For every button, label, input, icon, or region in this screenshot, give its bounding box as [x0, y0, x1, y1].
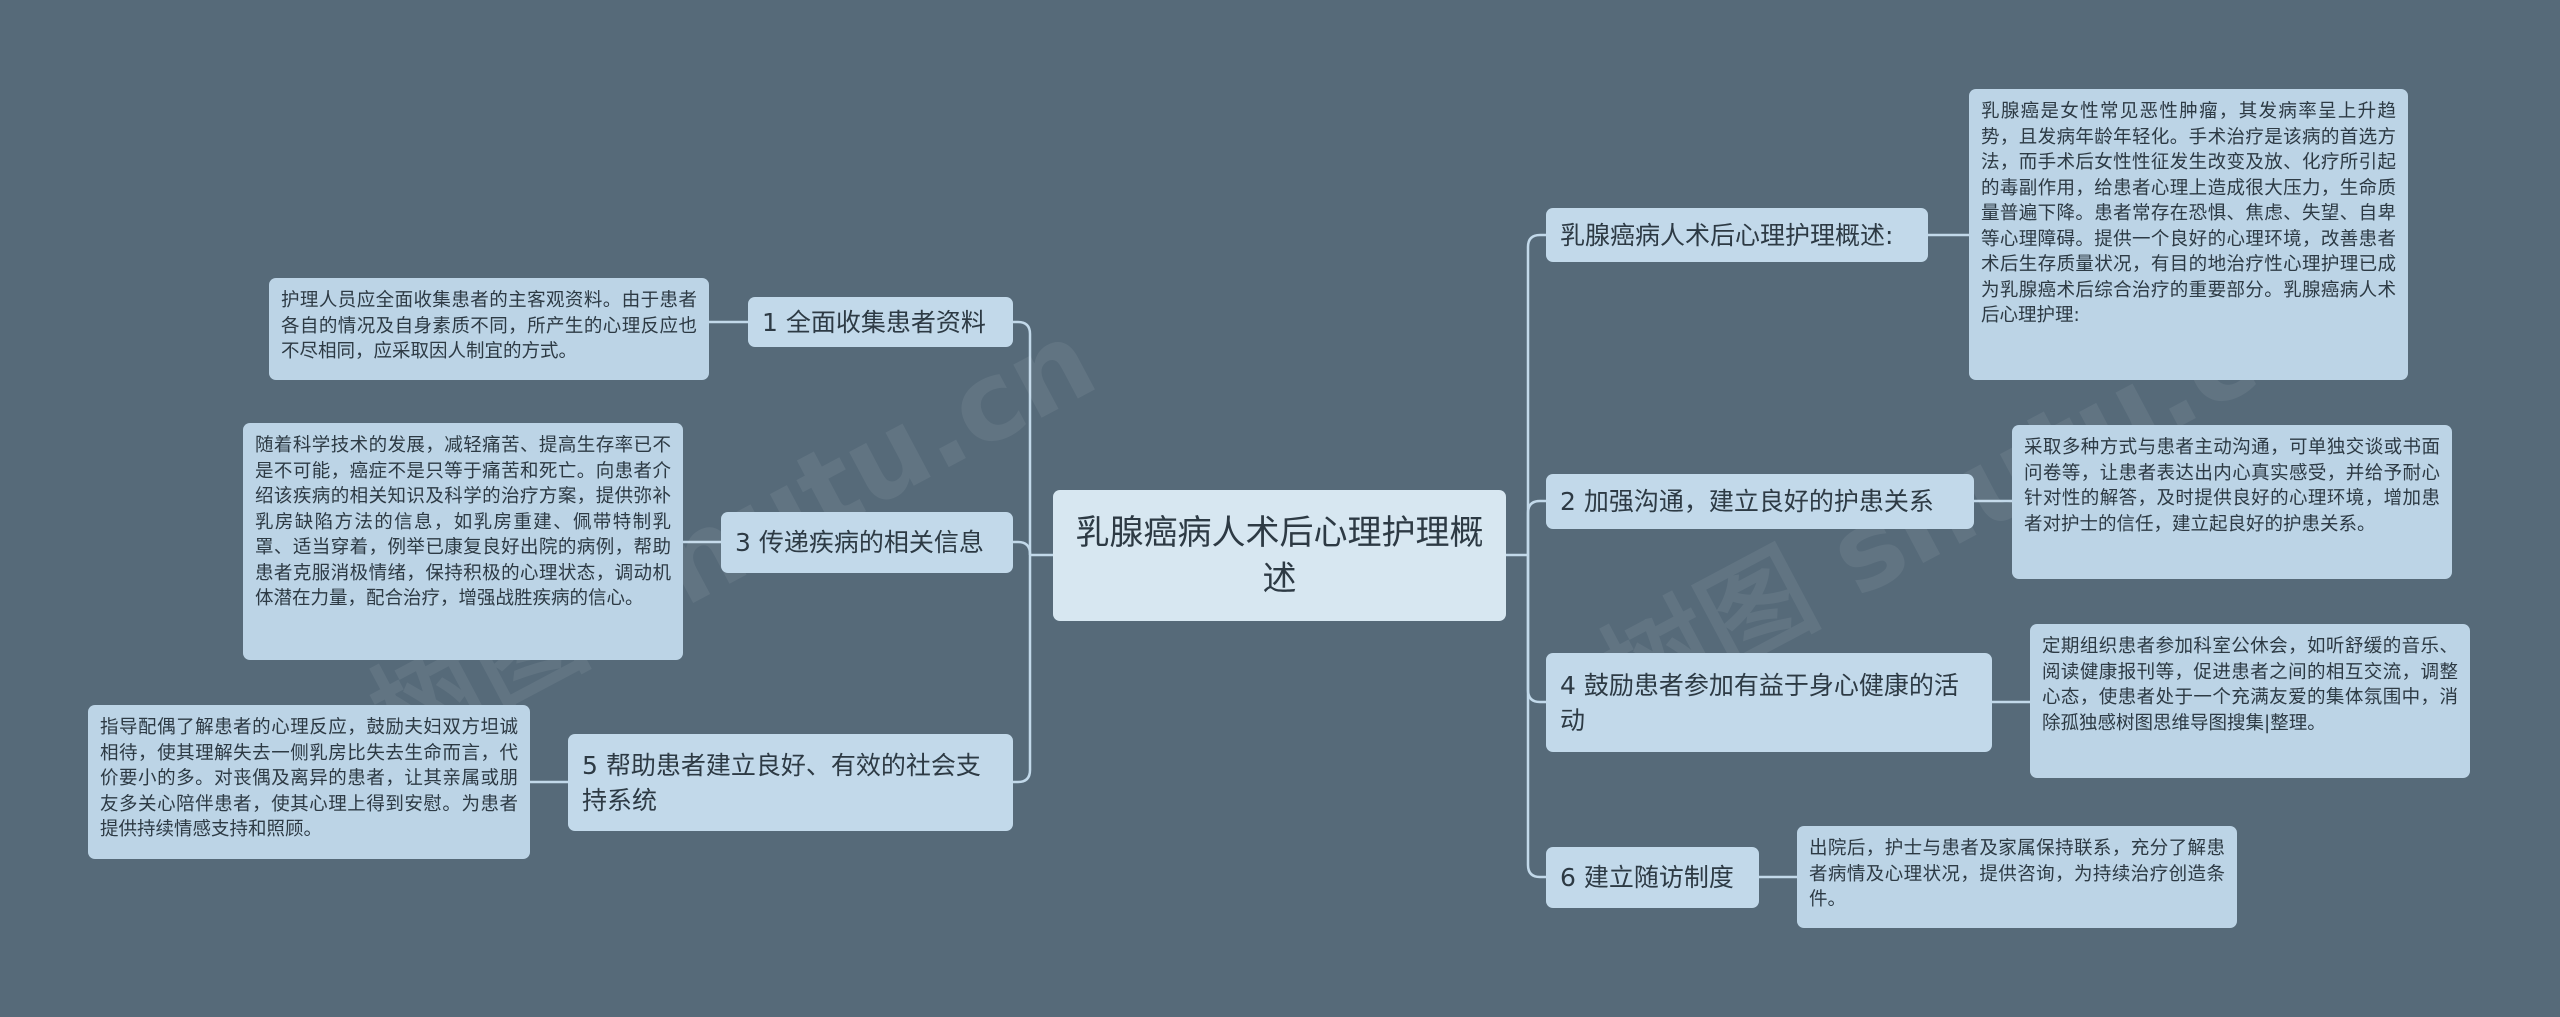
detail-collect-patient-info[interactable]: 护理人员应全面收集患者的主客观资料。由于患者各自的情况及自身素质不同，所产生的心…: [269, 278, 709, 380]
branch-overview[interactable]: 乳腺癌病人术后心理护理概述:: [1546, 208, 1928, 262]
branch-communication[interactable]: 2 加强沟通，建立良好的护患关系: [1546, 474, 1974, 529]
detail-text: 随着科学技术的发展，减轻痛苦、提高生存率已不是不可能，癌症不是只等于痛苦和死亡。…: [255, 435, 671, 609]
branch-label: 2 加强沟通，建立良好的护患关系: [1560, 487, 1934, 516]
detail-text: 护理人员应全面收集患者的主客观资料。由于患者各自的情况及自身素质不同，所产生的心…: [281, 290, 697, 362]
branch-label: 4 鼓励患者参加有益于身心健康的活动: [1560, 670, 1959, 735]
detail-healthy-activities[interactable]: 定期组织患者参加科室公休会，如听舒缓的音乐、阅读健康报刊等，促进患者之间的相互交…: [2030, 624, 2470, 778]
detail-overview[interactable]: 乳腺癌是女性常见恶性肿瘤，其发病率呈上升趋势，且发病年龄年轻化。手术治疗是该病的…: [1969, 89, 2408, 380]
branch-label: 6 建立随访制度: [1560, 863, 1734, 892]
branch-label: 5 帮助患者建立良好、有效的社会支持系统: [582, 750, 981, 815]
branch-follow-up[interactable]: 6 建立随访制度: [1546, 847, 1759, 908]
connector-left-branch: [1013, 320, 1032, 555]
branch-label: 1 全面收集患者资料: [762, 307, 986, 337]
detail-communication[interactable]: 采取多种方式与患者主动沟通，可单独交谈或书面问卷等，让患者表达出内心真实感受，并…: [2012, 425, 2452, 579]
branch-disease-information[interactable]: 3 传递疾病的相关信息: [721, 512, 1013, 573]
branch-label: 3 传递疾病的相关信息: [735, 528, 984, 557]
detail-follow-up[interactable]: 出院后，护士与患者及家属保持联系，充分了解患者病情及心理状况，提供咨询，为持续治…: [1797, 826, 2237, 928]
branch-healthy-activities[interactable]: 4 鼓励患者参加有益于身心健康的活动: [1546, 653, 1992, 752]
detail-text: 乳腺癌是女性常见恶性肿瘤，其发病率呈上升趋势，且发病年龄年轻化。手术治疗是该病的…: [1981, 101, 2396, 326]
detail-text: 出院后，护士与患者及家属保持联系，充分了解患者病情及心理状况，提供咨询，为持续治…: [1809, 838, 2225, 910]
branch-collect-patient-info[interactable]: 1 全面收集患者资料: [748, 297, 1013, 347]
root-topic-label: 乳腺癌病人术后心理护理概述: [1075, 512, 1484, 599]
connector-right-branch: [1526, 555, 1546, 704]
connector-right-branch: [1526, 499, 1546, 555]
connector-right-branch: [1526, 555, 1546, 879]
root-topic[interactable]: 乳腺癌病人术后心理护理概述: [1053, 490, 1506, 621]
branch-label: 乳腺癌病人术后心理护理概述:: [1560, 220, 1894, 250]
branch-social-support[interactable]: 5 帮助患者建立良好、有效的社会支持系统: [568, 734, 1013, 831]
detail-disease-information[interactable]: 随着科学技术的发展，减轻痛苦、提高生存率已不是不可能，癌症不是只等于痛苦和死亡。…: [243, 423, 683, 660]
detail-text: 采取多种方式与患者主动沟通，可单独交谈或书面问卷等，让患者表达出内心真实感受，并…: [2024, 437, 2440, 535]
connector-left-branch: [1013, 540, 1032, 555]
detail-text: 指导配偶了解患者的心理反应，鼓励夫妇双方坦诚相待，使其理解失去一侧乳房比失去生命…: [100, 717, 518, 840]
connector-left-branch: [1013, 555, 1032, 784]
detail-text: 定期组织患者参加科室公休会，如听舒缓的音乐、阅读健康报刊等，促进患者之间的相互交…: [2042, 636, 2458, 734]
detail-social-support[interactable]: 指导配偶了解患者的心理反应，鼓励夫妇双方坦诚相待，使其理解失去一侧乳房比失去生命…: [88, 705, 530, 859]
connector-right-branch: [1526, 233, 1546, 555]
